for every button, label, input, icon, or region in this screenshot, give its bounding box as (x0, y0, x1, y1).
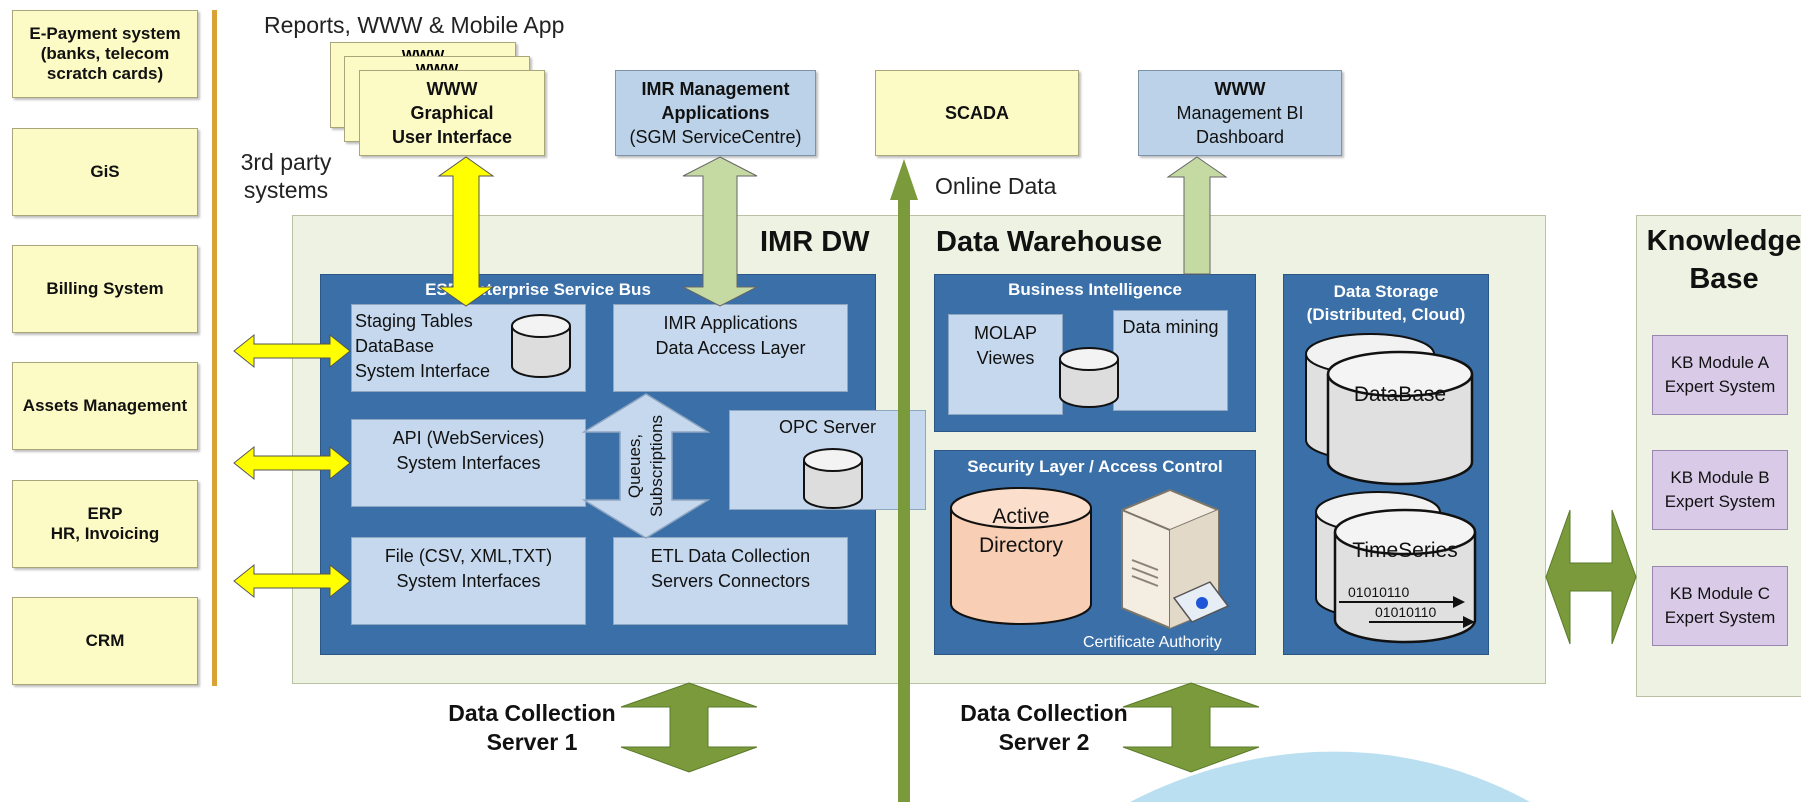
bi-title: Business Intelligence (1008, 280, 1182, 299)
billing-system-box: Billing System (12, 245, 198, 333)
imr-management-sub: (SGM ServiceCentre) (629, 127, 802, 147)
bi-db-icon (1059, 347, 1119, 408)
file-interfaces-box: File (CSV, XML,TXT) System Interfaces (351, 537, 586, 625)
online-data-label: Online Data (935, 173, 1057, 199)
security-title: Security Layer / Access Control (967, 457, 1223, 476)
queues-arrow (582, 393, 710, 539)
divider-line (212, 10, 217, 686)
kb-module-c: KB Module C Expert System (1652, 566, 1788, 646)
opc-db-icon (803, 448, 863, 509)
green-arrow-imr-mgmt (682, 156, 758, 307)
kb-module-b: KB Module B Expert System (1652, 450, 1788, 530)
timeseries-cylinders (1315, 491, 1477, 644)
knowledge-base-title: Knowledge Base (1646, 225, 1801, 295)
data-storage-title: Data Storage (Distributed, Cloud) (1306, 282, 1466, 324)
green-arrow-bi-dashboard (1166, 156, 1228, 275)
imr-management-title: IMR Management Applications (641, 79, 790, 123)
bits-label-1: 01010110 (1348, 584, 1410, 600)
green-arrow-kb (1545, 509, 1637, 645)
database-cylinders (1305, 333, 1474, 486)
bi-dashboard-box: WWW Management BI Dashboard (1138, 70, 1342, 156)
yellow-arrow-gui (437, 156, 495, 307)
yellow-arrow-file (233, 563, 351, 599)
kb-module-a: KB Module A Expert System (1652, 335, 1788, 415)
yellow-arrow-api (233, 445, 351, 481)
staging-db-icon (511, 314, 571, 378)
bi-dashboard-title: WWW (1214, 79, 1266, 99)
imr-management-box: IMR Management Applications (SGM Service… (615, 70, 816, 156)
www-gui-box: WWW Graphical User Interface (359, 70, 545, 156)
active-directory-cylinder (950, 487, 1092, 625)
certificate-server-icon (1121, 488, 1230, 630)
erp-box: ERP HR, Invoicing (12, 480, 198, 568)
assets-management-box: Assets Management (12, 362, 198, 450)
data-warehouse-title: Data Warehouse (936, 226, 1163, 258)
green-arrow-dcs2 (1122, 682, 1260, 773)
e-payment-system-box: E-Payment system (banks, telecom scratch… (12, 10, 198, 98)
api-webservices-box: API (WebServices) System Interfaces (351, 419, 586, 507)
timeseries-label: TimeSeries (1352, 539, 1458, 562)
active-directory-label: Active Directory (978, 505, 1063, 557)
imr-applications-box: IMR Applications Data Access Layer (613, 304, 848, 392)
etl-connectors-box: ETL Data Collection Servers Connectors (613, 537, 848, 625)
scada-box: SCADA (875, 70, 1079, 156)
reports-label: Reports, WWW & Mobile App (264, 12, 565, 38)
database-label: DataBase (1353, 383, 1447, 406)
yellow-arrow-staging (233, 333, 351, 369)
data-collection-server-1-label: Data Collection Server 1 (448, 700, 616, 755)
molap-box: MOLAP Viewes (948, 314, 1063, 415)
crm-box: CRM (12, 597, 198, 685)
scada-line-arrow (890, 159, 918, 802)
gis-box: GiS (12, 128, 198, 216)
green-arrow-dcs1 (620, 682, 758, 773)
bits-label-2: 01010110 (1375, 604, 1437, 620)
data-collection-server-2-label: Data Collection Server 2 (960, 700, 1128, 755)
bi-dashboard-sub: Management BI Dashboard (1176, 103, 1304, 147)
third-party-label: 3rd party systems (240, 149, 332, 203)
data-mining-box: Data mining (1113, 310, 1228, 411)
certificate-authority-label: Certificate Authority (1083, 634, 1222, 651)
imr-dw-title: IMR DW (760, 226, 870, 258)
